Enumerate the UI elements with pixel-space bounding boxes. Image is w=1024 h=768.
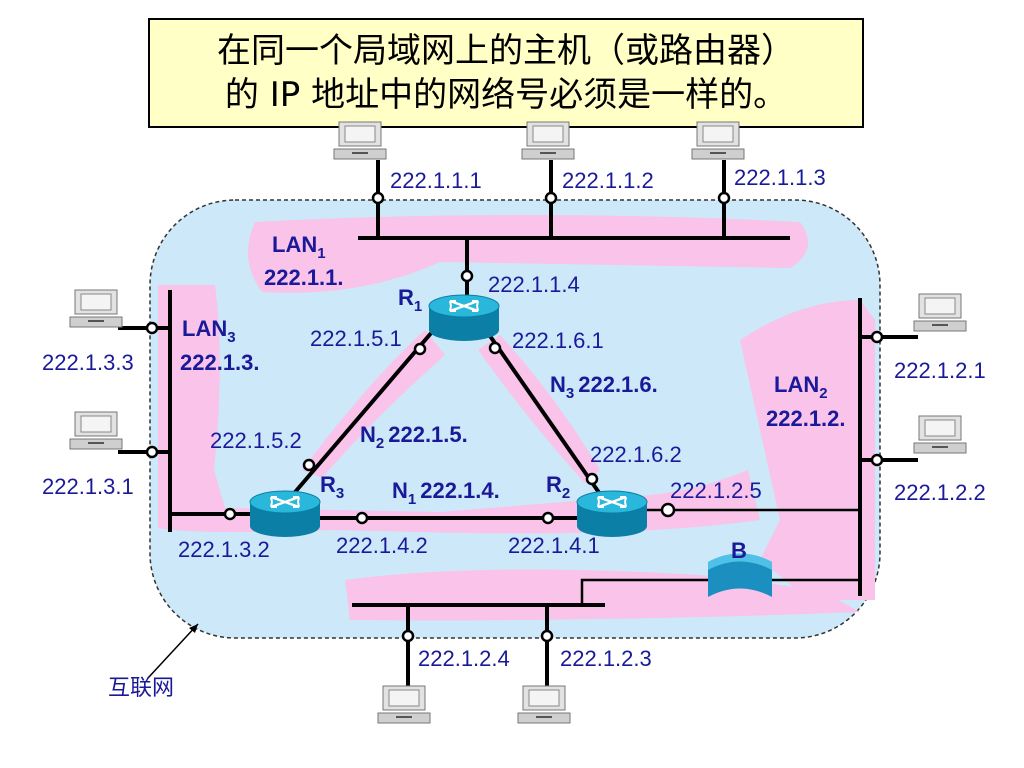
addr-222-1-1-2: 222.1.1.2 <box>562 168 654 193</box>
host-222-1-2-3-icon <box>517 685 571 724</box>
addr-222-1-1-3: 222.1.1.3 <box>734 165 826 190</box>
lan2-net: 222.1.2. <box>766 406 846 431</box>
addr-222-1-4-2: 222.1.4.2 <box>336 533 428 558</box>
addr-222-1-2-5: 222.1.2.5 <box>670 478 762 503</box>
lan2-label: LAN2 <box>774 372 828 402</box>
addr-222-1-6-1: 222.1.6.1 <box>512 328 604 353</box>
addr-222-1-4-1: 222.1.4.1 <box>508 533 600 558</box>
addr-222-1-1-1: 222.1.1.1 <box>390 168 482 193</box>
interface-ports <box>145 191 884 643</box>
host-222-1-2-2-icon <box>913 415 967 454</box>
router-r3-icon <box>248 489 322 539</box>
addr-222-1-6-2: 222.1.6.2 <box>590 442 682 467</box>
addr-222-1-1-4: 222.1.1.4 <box>488 272 580 297</box>
host-222-1-3-3-icon <box>69 289 123 328</box>
internet-pointer <box>147 623 199 679</box>
host-222-1-2-4-icon <box>377 685 431 724</box>
r3-label: R3 <box>320 472 344 502</box>
addr-222-1-3-3: 222.1.3.3 <box>42 350 134 375</box>
bridge-label: B <box>731 538 747 563</box>
router-r1-icon <box>427 293 501 343</box>
lan1-label: LAN1 <box>272 232 326 262</box>
host-222-1-3-1-icon <box>69 411 123 450</box>
lan1-net: 222.1.1. <box>264 265 344 290</box>
addr-222-1-3-1: 222.1.3.1 <box>42 474 134 499</box>
lan3-net: 222.1.3. <box>180 350 260 375</box>
host-222-1-1-2-icon <box>521 121 575 160</box>
addr-222-1-5-1: 222.1.5.1 <box>310 326 402 351</box>
host-222-1-1-3-icon <box>691 121 745 160</box>
bridge-b-icon <box>708 553 772 597</box>
addr-222-1-2-1: 222.1.2.1 <box>894 358 986 383</box>
lan3-label: LAN3 <box>182 316 236 346</box>
r2-label: R2 <box>546 472 570 502</box>
addr-222-1-2-4: 222.1.2.4 <box>418 646 510 671</box>
internet-label: 互联网 <box>108 675 174 700</box>
addr-222-1-2-3: 222.1.2.3 <box>560 646 652 671</box>
router-r2-icon <box>575 489 649 539</box>
addr-222-1-3-2: 222.1.3.2 <box>178 537 270 562</box>
r1-label: R1 <box>398 285 422 315</box>
host-222-1-1-1-icon <box>333 121 387 160</box>
host-222-1-2-1-icon <box>913 293 967 332</box>
addr-222-1-5-2: 222.1.5.2 <box>210 428 302 453</box>
title-line-2: 的 IP 地址中的网络号必须是一样的。 <box>224 75 788 115</box>
addr-222-1-2-2: 222.1.2.2 <box>894 480 986 505</box>
title-box: 在同一个局域网上的主机（或路由器） 的 IP 地址中的网络号必须是一样的。 <box>148 18 864 128</box>
title-line-1: 在同一个局域网上的主机（或路由器） <box>217 31 795 71</box>
